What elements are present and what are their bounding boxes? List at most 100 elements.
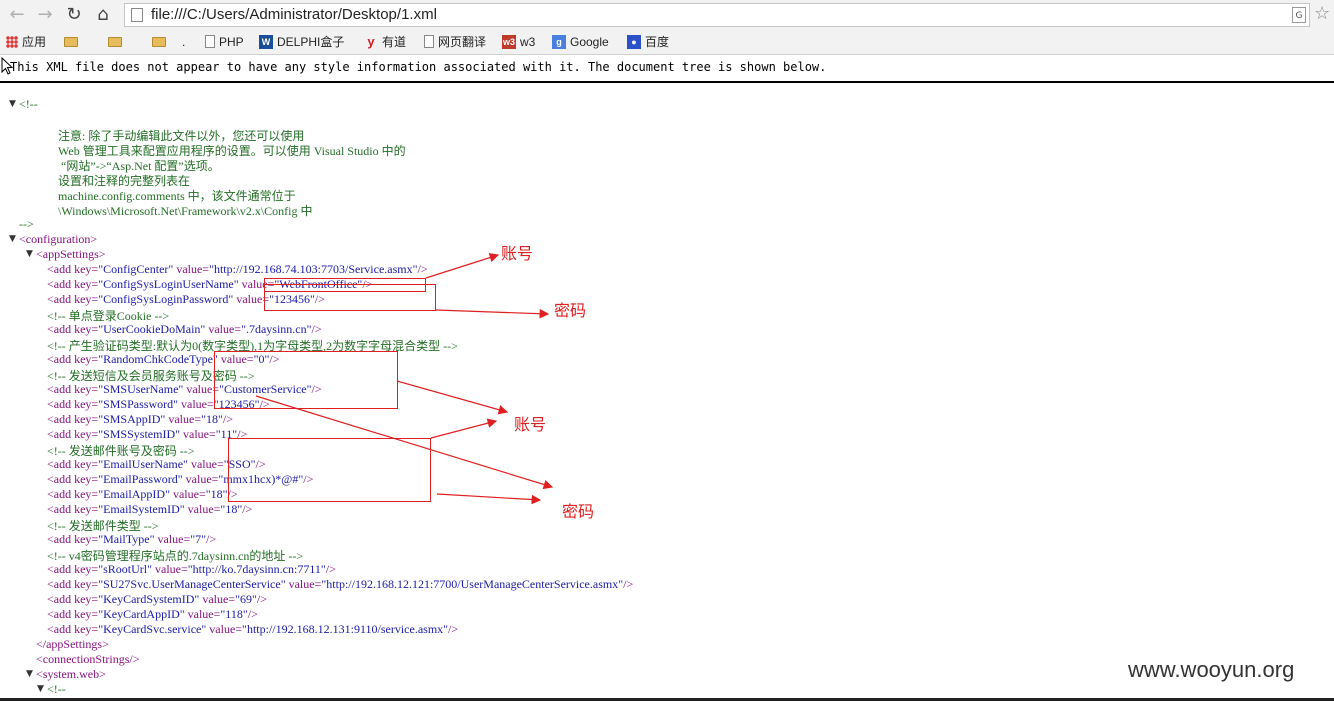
bookmark-php[interactable]: PHP (205, 30, 244, 55)
xml-document-view: This XML file does not appear to have an… (0, 56, 1334, 701)
folder-icon (108, 36, 122, 47)
page-icon (424, 35, 434, 49)
bookmark-star-icon[interactable]: ☆ (1314, 3, 1331, 24)
xml-element-line: <add key="ConfigCenter" value="http://19… (47, 262, 428, 276)
xml-comment-line: <!-- 发送邮件账号及密码 --> (47, 444, 195, 458)
page-icon (131, 8, 143, 22)
xml-comment-line: <!-- 发送邮件类型 --> (47, 519, 159, 533)
back-arrow-icon[interactable]: ← (9, 4, 25, 25)
xml-element-line: <add key="EmailPassword" value="mmx1hcx)… (47, 472, 314, 486)
xml-element-line: <add key="sRootUrl" value="http://ko.7da… (47, 562, 336, 576)
xml-element-line: <add key="KeyCardAppID" value="118"/> (47, 607, 258, 621)
xml-element-line: <add key="SMSPassword" value="123456"/> (47, 397, 270, 411)
bookmark-label: w3 (520, 35, 536, 49)
xml-comment-line: <!-- v4密码管理程序站点的.7daysinn.cn的地址 --> (47, 549, 304, 563)
xml-element-line: <add key="KeyCardSvc.service" value="htt… (47, 622, 459, 636)
xml-comment-line: 注意: 除了手动编辑此文件以外，您还可以使用 (58, 129, 305, 143)
home-icon[interactable]: ⌂ (97, 4, 109, 25)
xml-comment-line: “网站”->“Asp.Net 配置”选项。 (58, 159, 220, 173)
xml-element-line: <configuration> (19, 232, 98, 246)
xml-element-line: </appSettings> (36, 637, 109, 651)
browser-toolbar: ← → ↻ ⌂ file:///C:/Users/Administrator/D… (0, 0, 1334, 30)
xml-element-line: <connectionStrings/> (36, 652, 140, 666)
arrow-email-password (436, 493, 542, 505)
apps-grid-icon (6, 35, 18, 48)
watermark: www.wooyun.org (1128, 657, 1295, 682)
collapse-triangle-icon[interactable]: ▼ (9, 234, 16, 244)
xml-element-line: <add key="SMSAppID" value="18"/> (47, 412, 234, 426)
annotation-account-1: 账号 (501, 244, 534, 263)
reload-icon[interactable]: ↻ (66, 4, 82, 25)
w-logo-icon: W (259, 34, 273, 49)
bookmark-label: Google (570, 35, 609, 49)
collapse-triangle-icon[interactable]: ▼ (26, 249, 33, 259)
folder-icon (152, 36, 166, 47)
xml-element-line: <add key="EmailUserName" value="SSO"/> (47, 457, 266, 471)
xml-comment-line: 设置和注释的完整列表在 (58, 174, 191, 188)
arrow-config-password (435, 308, 550, 319)
bookmark-delphi[interactable]: W DELPHI盒子 (259, 30, 344, 55)
bookmark-folder-2[interactable] (108, 30, 126, 55)
page-icon (205, 35, 215, 49)
xml-element-line: <add key="EmailSystemID" value="18"/> (47, 502, 253, 516)
arrow-config-account (425, 252, 500, 279)
address-bar[interactable]: file:///C:/Users/Administrator/Desktop/1… (124, 3, 1310, 27)
w3-icon: w3 (502, 34, 516, 49)
arrow-email-account (430, 418, 498, 439)
folder-icon (64, 36, 78, 47)
xml-comment-line: machine.config.comments 中，该文件通常位于 (58, 189, 296, 203)
bookmark-w3[interactable]: w3 w3 (502, 30, 535, 55)
mouse-cursor-icon (1, 57, 13, 75)
annotation-box-sms-credentials (214, 351, 398, 409)
translate-icon[interactable]: G (1292, 7, 1306, 23)
bookmark-label: PHP (219, 35, 244, 49)
no-style-info-message: This XML file does not appear to have an… (10, 60, 827, 74)
collapse-triangle-icon[interactable]: ▼ (37, 684, 44, 694)
baidu-paw-icon: ● (627, 34, 641, 49)
xml-comment-line: <!-- 产生验证码类型:默认为0(数字类型),1为字母类型,2为数字字母混合类… (47, 339, 458, 353)
xml-element-line: <add key="SMSUserName" value="CustomerSe… (47, 382, 322, 396)
xml-element-line: <add key="ConfigSysLoginPassword" value=… (47, 292, 325, 306)
bookmark-label: DELPHI盒子 (277, 35, 345, 49)
collapse-triangle-icon[interactable]: ▼ (9, 99, 16, 109)
bottom-border (0, 698, 1334, 701)
annotation-box-config-password (264, 284, 436, 311)
annotation-password-2: 密码 (562, 502, 595, 521)
bookmark-folder-1[interactable] (64, 30, 82, 55)
xml-comment-line: \Windows\Microsoft.Net\Framework\v2.x\Co… (58, 204, 313, 218)
xml-element-line: <add key="MailType" value="7"/> (47, 532, 217, 546)
bookmark-label: 应用 (22, 35, 47, 49)
youdao-icon: y (367, 33, 375, 49)
arrow-sms-account (396, 380, 509, 415)
annotation-account-2: 账号 (514, 415, 547, 434)
xml-element-line: <add key="UserCookieDoMain" value=".7day… (47, 322, 322, 336)
xml-comment-line: <!-- (47, 682, 66, 696)
forward-arrow-icon[interactable]: → (37, 4, 53, 25)
bookmark-folder-3[interactable]: . (152, 30, 185, 55)
bookmark-google[interactable]: g Google (552, 30, 609, 55)
xml-comment-line: <!-- (19, 97, 38, 111)
header-divider (0, 81, 1334, 83)
bookmark-label: 网页翻译 (438, 35, 487, 49)
url-text[interactable]: file:///C:/Users/Administrator/Desktop/1… (151, 6, 437, 23)
xml-comment-line: --> (19, 217, 34, 231)
arrow-sms-password (255, 395, 554, 490)
bookmark-apps[interactable]: 应用 (6, 30, 46, 55)
xml-element-line: <add key="SMSSystemID" value="11"/> (47, 427, 248, 441)
collapse-triangle-icon[interactable]: ▼ (26, 669, 33, 679)
xml-element-line: <add key="SU27Svc.UserManageCenterServic… (47, 577, 634, 591)
bookmark-label: 百度 (645, 35, 670, 49)
bookmark-baidu[interactable]: ● 百度 (627, 30, 669, 55)
xml-element-line: <add key="EmailAppID" value="18"/> (47, 487, 238, 501)
xml-comment-line: <!-- 发送短信及会员服务账号及密码 --> (47, 369, 255, 383)
xml-element-line: <add key="KeyCardSystemID" value="69"/> (47, 592, 267, 606)
xml-element-line: <add key="RandomChkCodeType" value="0"/> (47, 352, 280, 366)
google-icon: g (552, 34, 566, 49)
annotation-box-email-credentials (228, 438, 431, 502)
xml-comment-line: Web 管理工具来配置应用程序的设置。可以使用 Visual Studio 中的 (58, 144, 406, 158)
xml-element-line: <appSettings> (36, 247, 106, 261)
bookmark-translate[interactable]: 网页翻译 (424, 30, 486, 55)
